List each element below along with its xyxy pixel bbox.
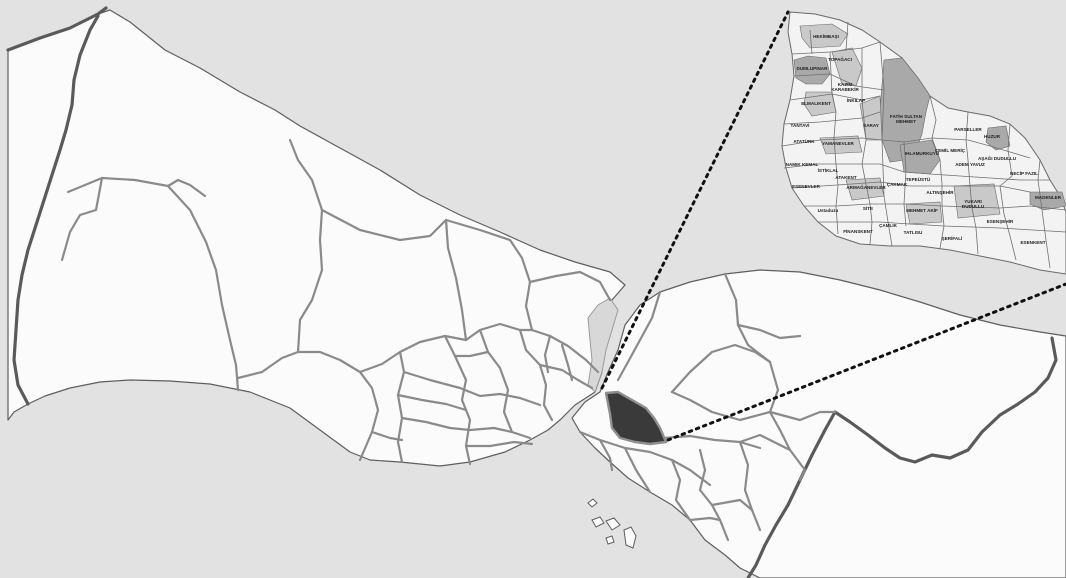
- selected-district[interactable]: [604, 390, 668, 446]
- neighborhood-label-ataturk: ATATÜRK: [793, 138, 815, 144]
- asian-district-borders: [578, 272, 837, 542]
- leader-line-bottom: [666, 282, 1066, 442]
- neighborhood-label-istiklal: İSTİKLAL: [818, 167, 839, 173]
- neighborhood-label-madenler: MADENLER: [1035, 195, 1062, 200]
- neighborhood-label-esenevler: ESENEVLER: [792, 184, 821, 189]
- neighborhood-label-tepeustu: TEPEÜSTÜ: [906, 176, 931, 182]
- neighborhood-label-ihlamurkuyu: IHLAMURKUYU: [905, 151, 940, 156]
- neighborhood-label-serifali: ŞERİFALİ: [942, 235, 963, 241]
- neighborhood-label-saray: SARAY: [863, 123, 879, 128]
- neighborhood-label-tatlisu: TATLISU: [904, 230, 923, 235]
- neighborhood-label-yamanevler: YAMANEVLER: [822, 141, 854, 146]
- european-district-borders: [60, 138, 612, 466]
- east-border-line: [746, 336, 1058, 578]
- neighborhood-label-cemil-meric: CEMİL MERİÇ: [935, 147, 966, 153]
- neighborhood-label-huzur: HUZUR: [984, 134, 1001, 139]
- inset-map: [781, 11, 1066, 275]
- neighborhood-label-atakent: ATAKENT: [835, 175, 856, 180]
- neighborhood-label-topagaci: TOPAĞACI: [828, 55, 852, 62]
- neighborhood-label-elmalikent: ELMALIKENT: [801, 101, 831, 106]
- neighborhood-label-ustaduzu: Ustaduzu: [818, 208, 839, 213]
- neighborhood-label-esenkent: ESENKENT: [1020, 240, 1045, 245]
- neighborhood-label-parseller: PARSELLER: [954, 127, 982, 132]
- neighborhood-label-adem-yavuz: ADEM YAVUZ: [955, 162, 985, 167]
- neighborhood-label-esenkehir: ESENŞEHİR: [987, 218, 1014, 224]
- neighborhood-label-inkilap: İNKILAP: [847, 97, 865, 103]
- neighborhood-label-tantavi: TANTAVİ: [791, 122, 810, 128]
- princes-islands: [587, 498, 637, 549]
- neighborhood-label-finanskent: FİNANSKENT: [843, 228, 873, 234]
- neighborhood-label-altinsehir: ALTINŞEHİR: [926, 189, 954, 195]
- neighborhood-label-dumlupinar: DUMLUPINAR: [797, 66, 829, 71]
- neighborhood-label-namik-kemal: NAMIK KEMAL: [786, 162, 819, 167]
- neighborhood-label-cakmak: ÇAKMAK: [887, 182, 908, 187]
- leader-line-top: [600, 10, 790, 390]
- neighborhood-label-asagi-dudullu: AŞAĞI DUDULLU: [978, 154, 1017, 161]
- neighborhood-label-armaganevler: ARMAĞANEVLER: [846, 183, 886, 190]
- neighborhood-label-camlik: ÇAMLIK: [879, 223, 898, 228]
- european-side-land: [7, 9, 626, 467]
- neighborhood-label-necip-fazil: NECİP FAZIL: [1010, 170, 1038, 176]
- asian-side-land: [571, 269, 1066, 578]
- west-border-line: [6, 6, 108, 406]
- neighborhood-label-mehmet-akif: MEHMET AKİF: [906, 207, 938, 213]
- neighborhood-label-site: SİTE: [863, 205, 873, 211]
- neighborhood-label-hekimbasi: HEKİMBAŞI: [813, 33, 839, 39]
